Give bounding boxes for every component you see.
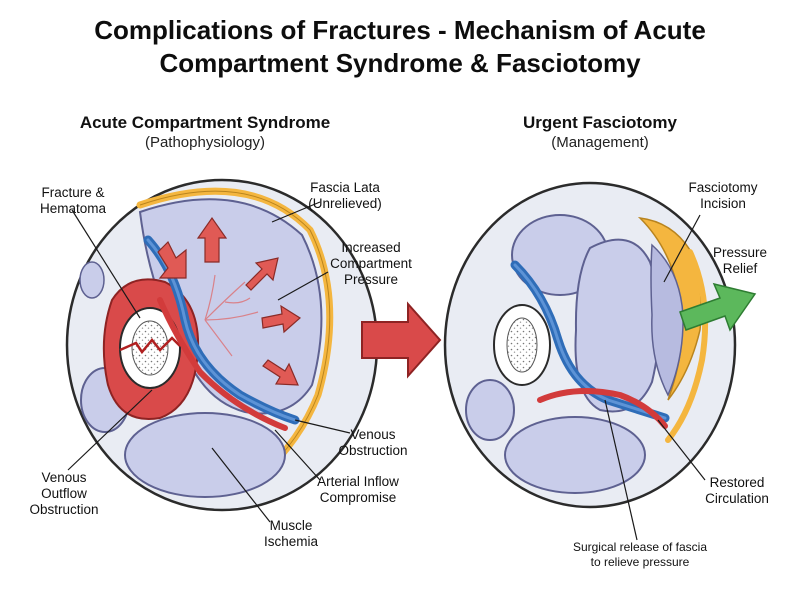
left-cross-section	[65, 178, 379, 512]
transition-arrow	[361, 301, 442, 379]
label-venous-obstruction: Venous Obstruction	[338, 427, 408, 458]
pressure-arrow-3	[245, 257, 279, 291]
diagram-title: Complications of Fractures - Mechanism o…	[0, 14, 800, 80]
bulging-muscle	[650, 243, 684, 397]
label-fascia-lata: Fascia Lata (Unrelieved)	[308, 180, 382, 211]
leader-surgical	[604, 399, 638, 541]
right-cross-section	[443, 181, 757, 509]
left-panel-subheading: (Pathophysiology)	[144, 134, 266, 151]
leader-pressure	[277, 271, 329, 301]
title-line-2: Compartment Syndrome & Fasciotomy	[159, 48, 641, 78]
pressure-arrow-5	[262, 359, 299, 386]
label-venous-outflow: Venous Outflow Obstruction	[29, 470, 99, 517]
leader-arterial	[274, 429, 321, 481]
label-fracture-hematoma: Fracture & Hematoma	[39, 185, 107, 216]
leader-ischemia	[211, 447, 271, 523]
left-artery	[157, 297, 288, 431]
left-panel-header: Acute Compartment Syndrome (Pathophysiol…	[40, 112, 370, 152]
right-panel-heading: Urgent Fasciotomy	[523, 113, 677, 132]
label-surgical-release: Surgical release of fascia to relieve pr…	[572, 540, 708, 569]
left-side-muscle	[79, 261, 105, 299]
title-line-1: Complications of Fractures - Mechanism o…	[94, 15, 706, 45]
right-lower-muscle	[504, 416, 646, 494]
left-lower-muscle	[124, 412, 286, 498]
leader-fascia	[271, 201, 321, 223]
right-vein-highlight	[513, 263, 667, 420]
right-artery	[537, 388, 668, 429]
ischemic-vessel-branches	[204, 274, 259, 357]
label-increased-pressure: Increased Compartment Pressure	[330, 240, 412, 287]
label-restored-circulation: Restored Circulation	[705, 475, 769, 506]
left-panel-heading: Acute Compartment Syndrome	[79, 113, 331, 132]
right-panel-header: Urgent Fasciotomy (Management)	[470, 112, 730, 152]
leader-lines	[67, 201, 706, 541]
fracture-line	[119, 336, 181, 355]
leader-circulation	[657, 419, 706, 481]
pressure-arrow-2	[196, 216, 228, 263]
pressure-arrow-4	[261, 304, 302, 334]
right-small-muscle	[465, 379, 515, 441]
leader-venous-outflow	[67, 389, 153, 471]
right-bone-marrow	[506, 317, 538, 373]
label-muscle-ischemia: Muscle Ischemia	[263, 518, 319, 549]
label-arterial-inflow: Arterial Inflow Compromise	[317, 474, 399, 505]
label-pressure-relief: Pressure Relief	[712, 245, 768, 276]
pressure-arrow-1	[157, 240, 187, 279]
left-fascia-lata-outline	[139, 190, 331, 476]
leader-venous-obstruction	[294, 419, 351, 434]
leader-incision	[663, 214, 701, 283]
pressure-relief-arrow	[679, 282, 757, 332]
right-panel-subheading: (Management)	[551, 134, 649, 151]
left-bone-marrow	[131, 320, 169, 376]
label-fasciotomy-incision: Fasciotomy Incision	[688, 180, 758, 211]
leader-fracture	[71, 209, 141, 319]
right-fascia-edge	[665, 249, 709, 443]
